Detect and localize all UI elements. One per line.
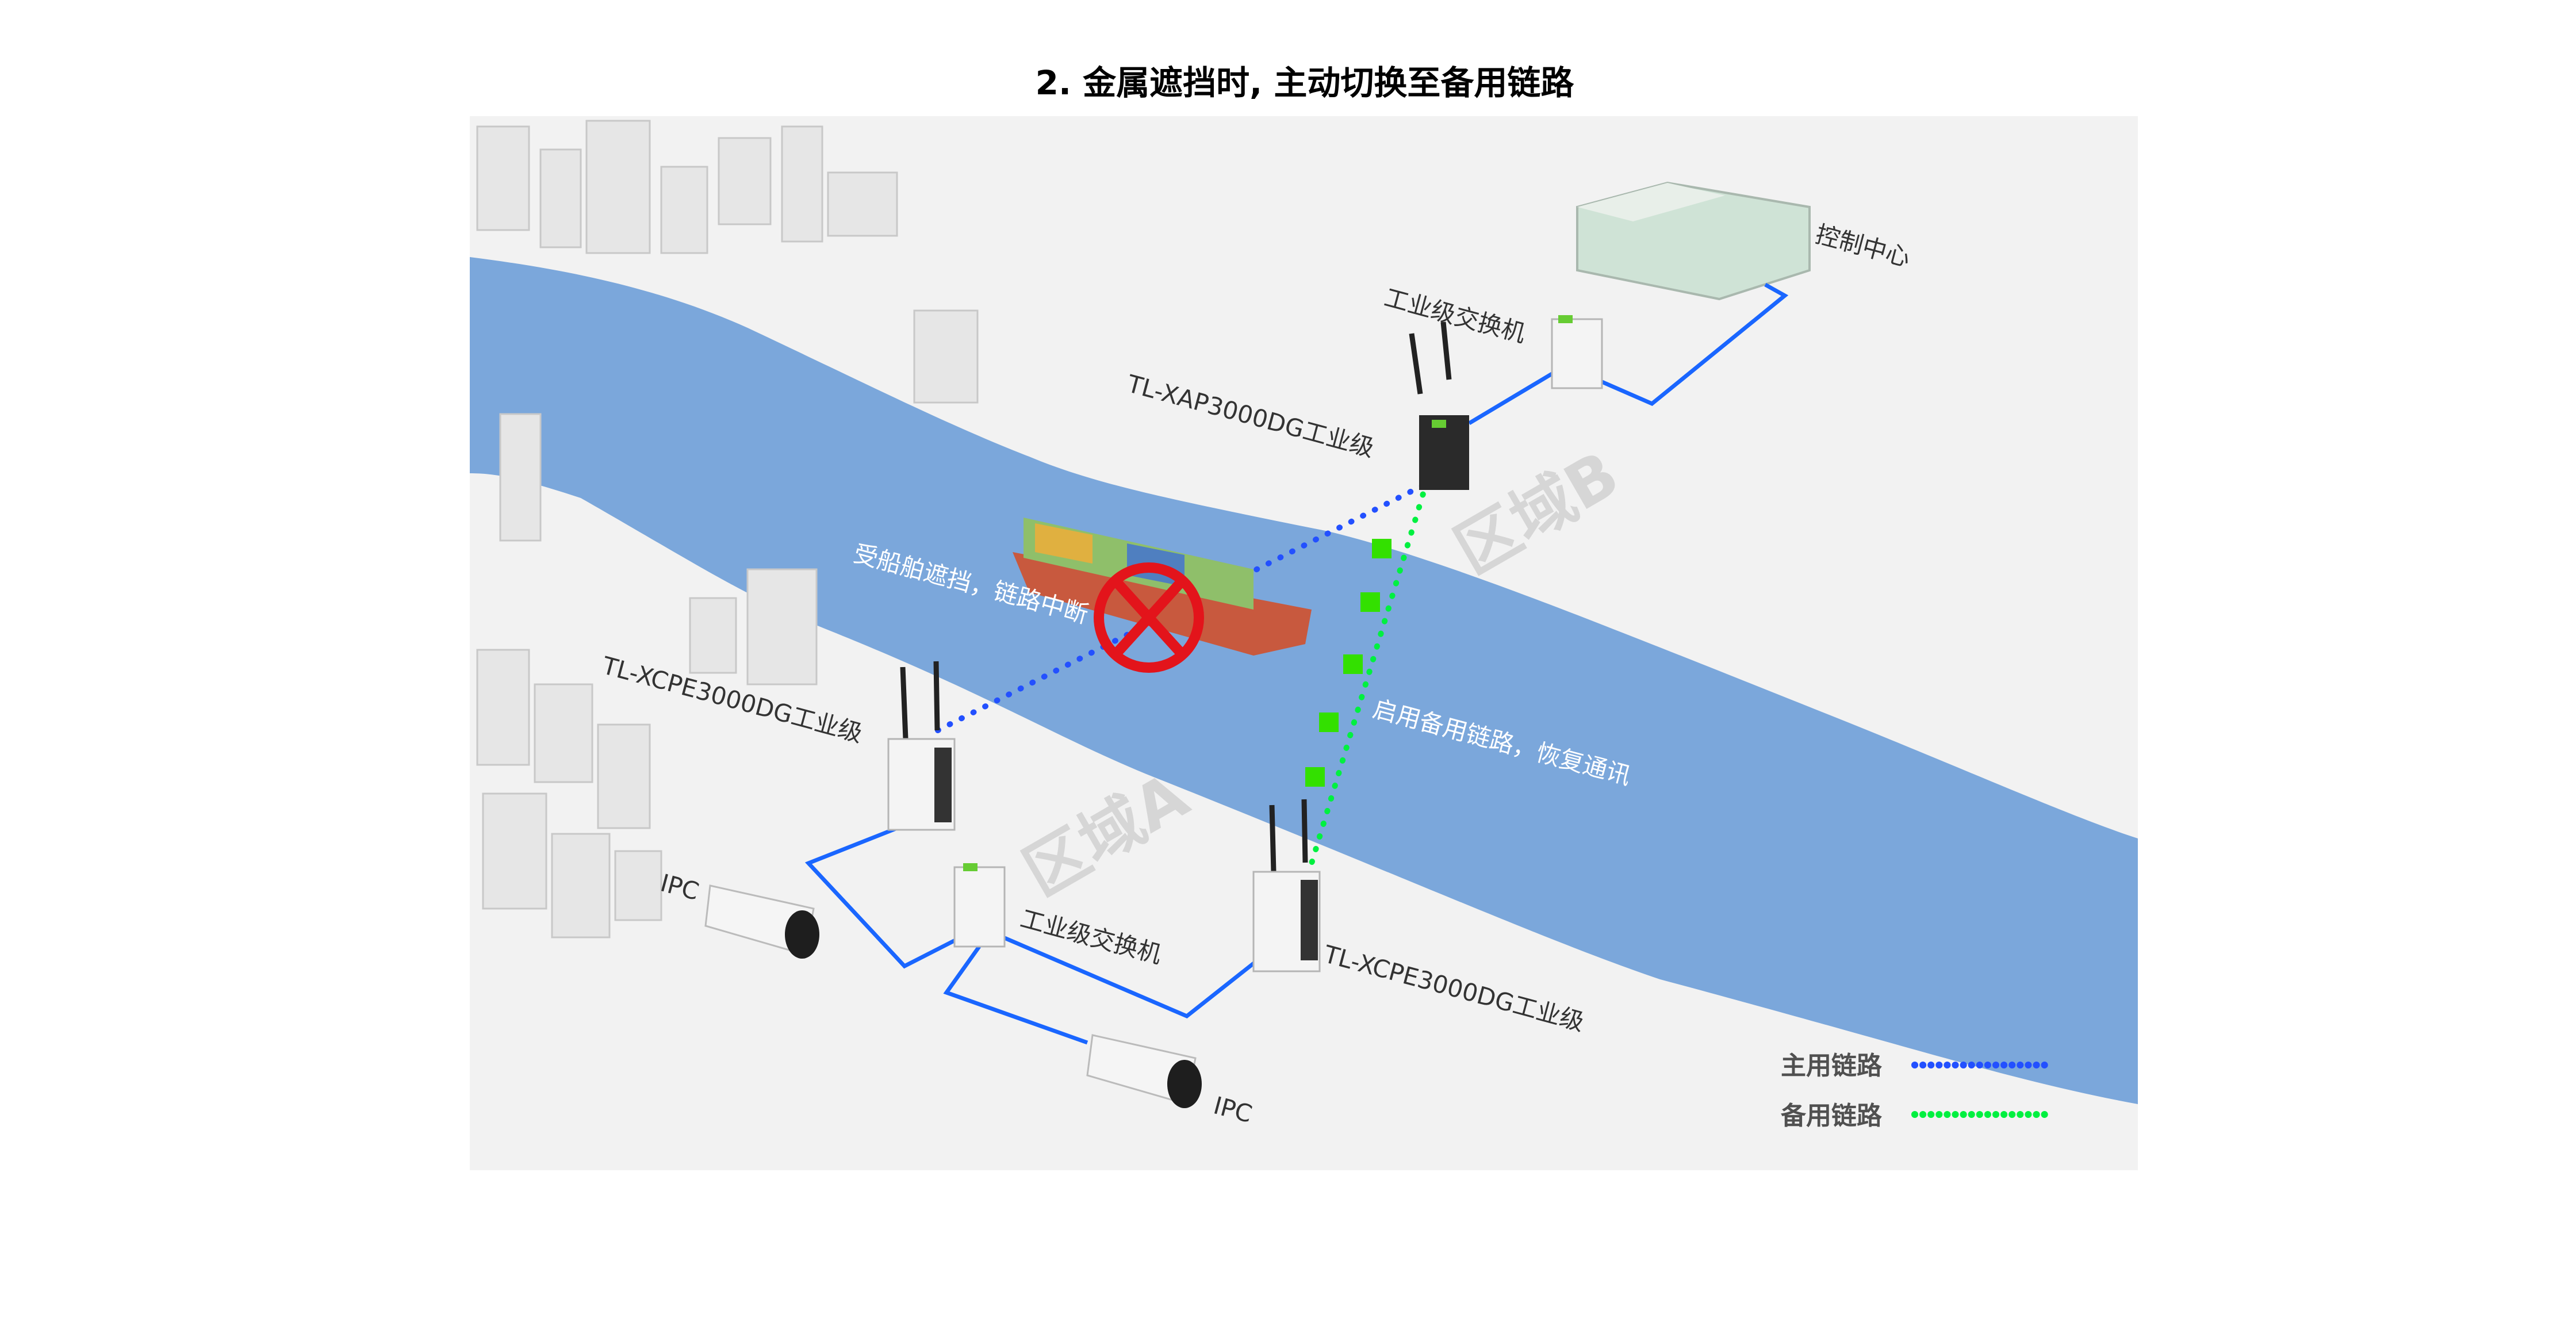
ethernet-cables <box>804 282 1789 1045</box>
page-title: 2. 金属遮挡时, 主动切换至备用链路 <box>1036 63 1575 102</box>
city-buildings-top <box>476 120 979 404</box>
legend-primary-label: 主用链路 <box>1781 1051 1883 1081</box>
legend: 主用链路 备用链路 <box>1781 1051 2050 1131</box>
river <box>470 257 2138 1104</box>
primary-link-line <box>935 482 1427 733</box>
industrial-switch-bottom <box>953 863 1006 948</box>
cpe-device-right <box>1252 799 1321 972</box>
industrial-switch-top <box>1551 315 1603 389</box>
link-blocked-icon <box>1094 562 1204 673</box>
city-buildings-left <box>476 413 818 939</box>
ipc-camera-bottom <box>1086 1034 1202 1108</box>
backup-link-line <box>1305 487 1427 878</box>
control-center-building <box>1576 181 1811 301</box>
ap-device <box>1409 321 1469 490</box>
cpe-device-left <box>887 661 956 831</box>
ipc-camera-left <box>704 884 819 959</box>
legend-backup-label: 备用链路 <box>1781 1101 1883 1131</box>
backup-signal-markers <box>1305 539 1392 787</box>
